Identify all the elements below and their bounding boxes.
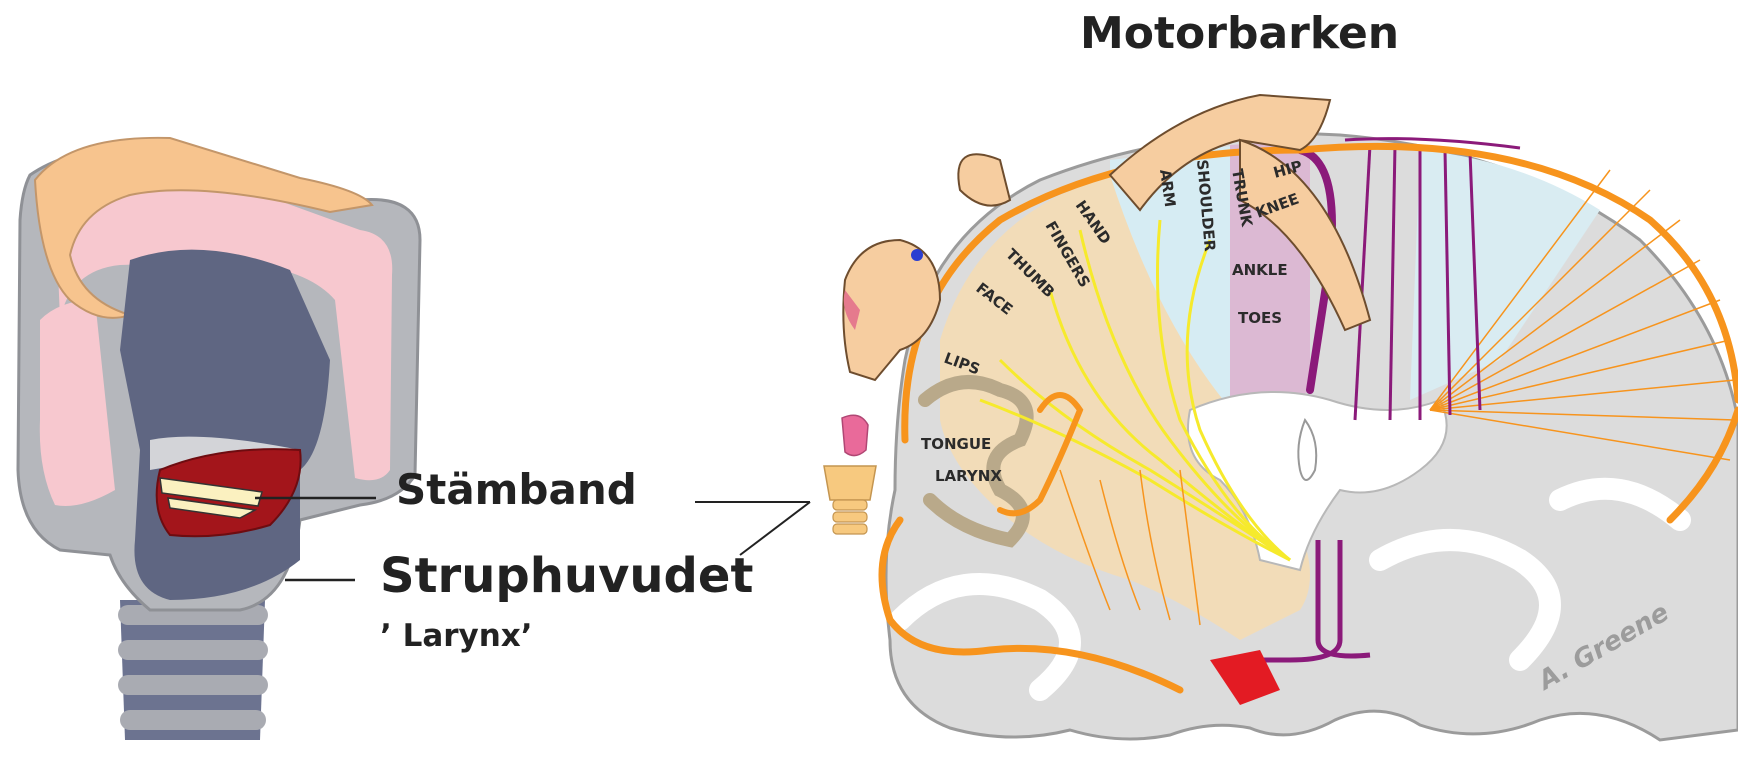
small-larynx-icon xyxy=(824,466,876,534)
page-title: Motorbarken xyxy=(1080,8,1399,59)
airway-cavity xyxy=(120,250,330,600)
region-larynx: LARYNX xyxy=(935,467,1002,485)
region-toes: TOES xyxy=(1238,309,1282,327)
label-larynx: ’ Larynx’ xyxy=(380,618,533,654)
region-ankle: ANKLE xyxy=(1232,261,1288,279)
larynx-illustration xyxy=(18,138,420,740)
region-tongue: TONGUE xyxy=(921,435,991,453)
label-stamband: Stämband xyxy=(396,465,637,514)
trachea-rings xyxy=(118,600,268,740)
label-struphuvudet: Struphuvudet xyxy=(380,548,753,604)
tongue-icon xyxy=(842,415,868,455)
